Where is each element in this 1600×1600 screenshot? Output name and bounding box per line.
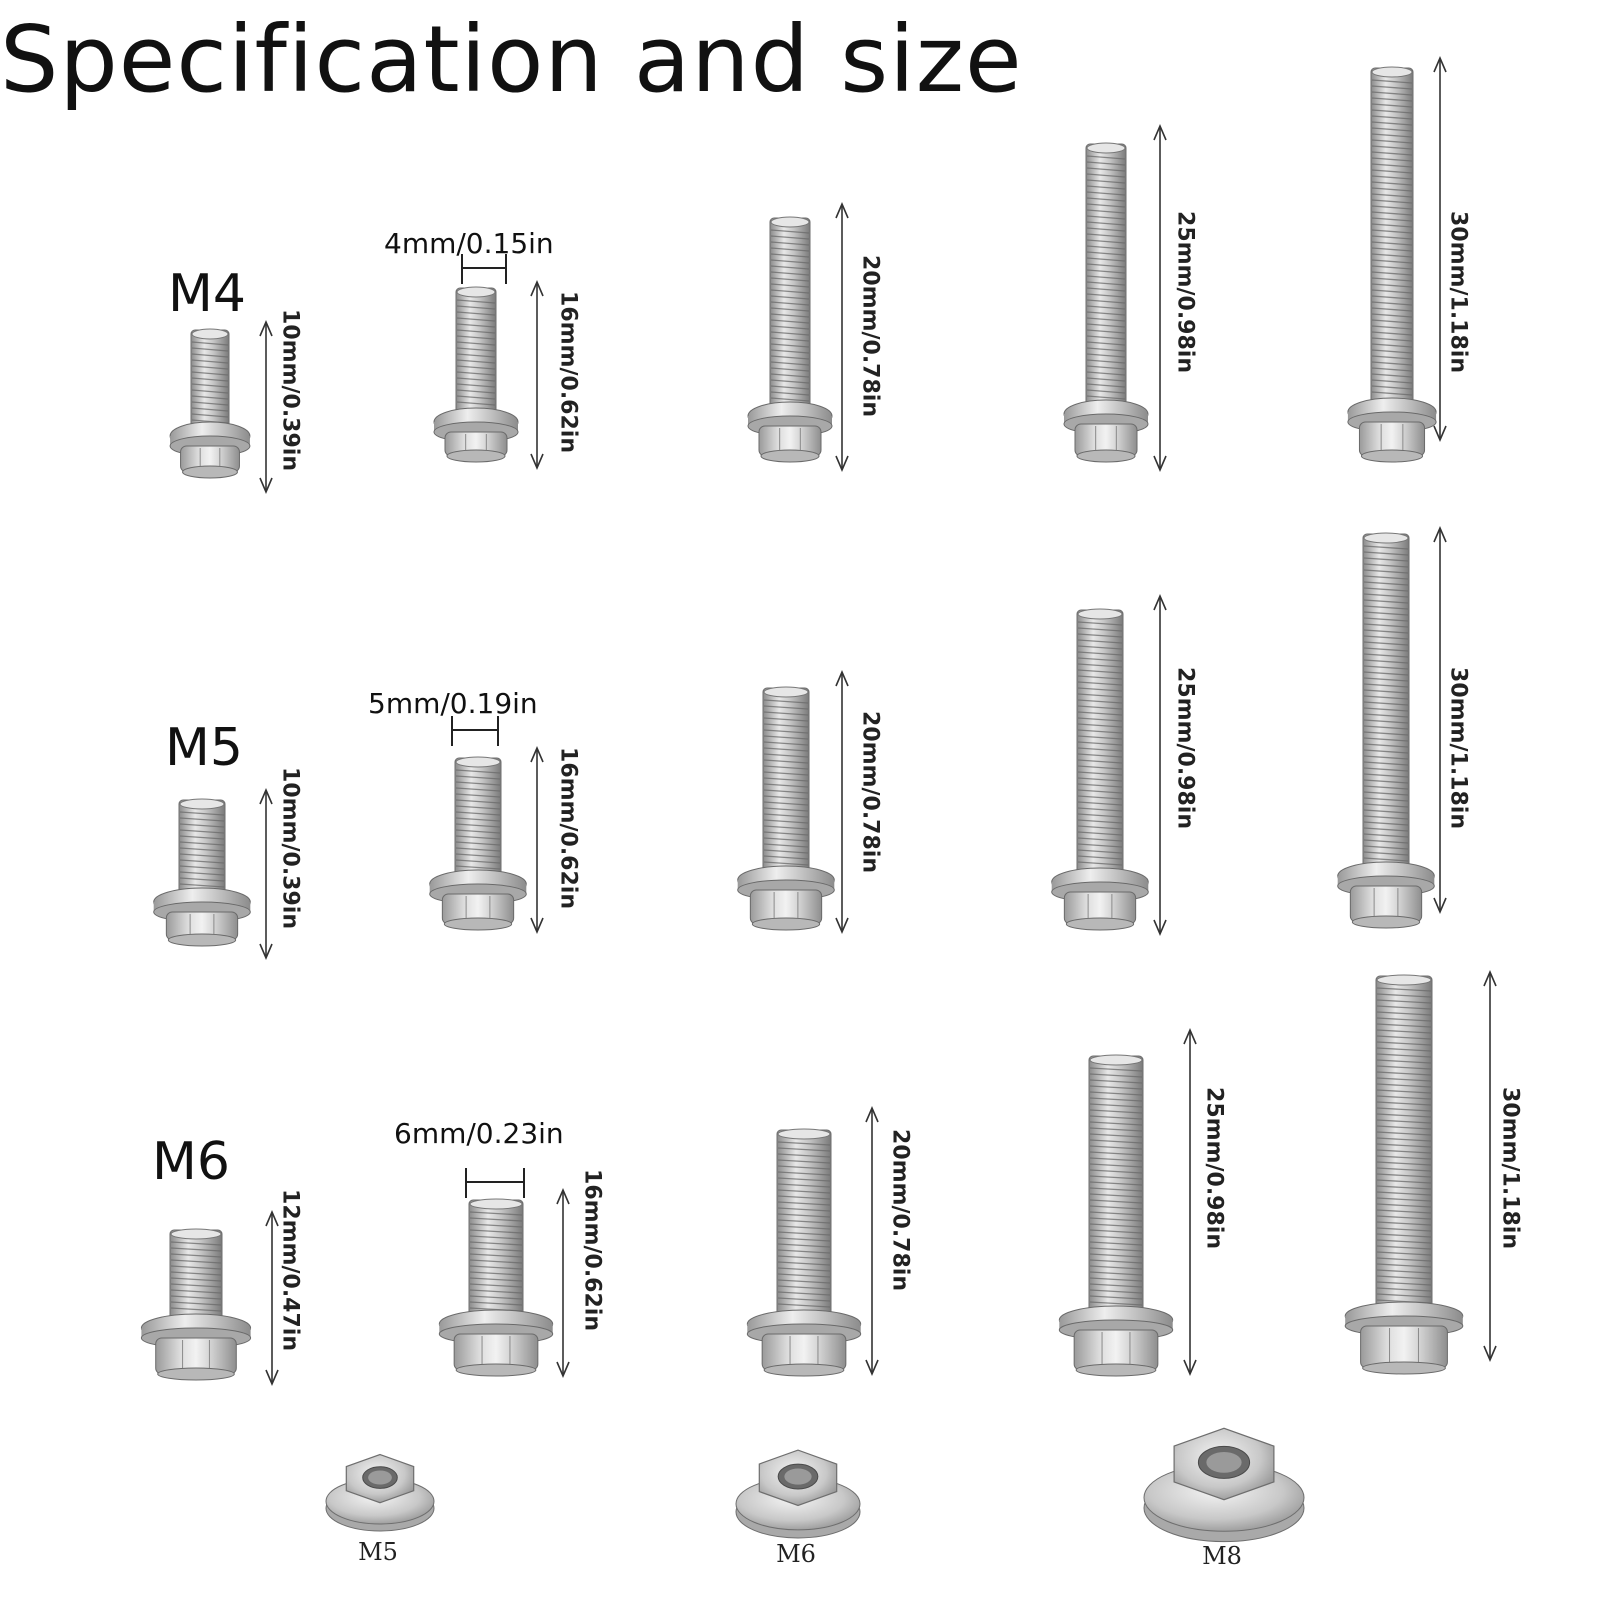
flange-bolt bbox=[438, 1198, 554, 1377]
length-arrow bbox=[835, 669, 849, 935]
flange-bolt bbox=[433, 286, 519, 463]
length-arrow bbox=[865, 1105, 879, 1377]
flange-nut bbox=[735, 1449, 861, 1539]
nut-label-m6: M6 bbox=[776, 1540, 816, 1568]
length-arrow bbox=[1483, 969, 1497, 1363]
length-arrow bbox=[1153, 593, 1167, 937]
diameter-bracket bbox=[465, 1168, 525, 1198]
length-arrow bbox=[1433, 55, 1447, 443]
length-arrow bbox=[265, 1209, 279, 1387]
flange-bolt bbox=[1347, 66, 1437, 463]
flange-nut bbox=[1143, 1427, 1305, 1543]
diameter-bracket bbox=[461, 254, 507, 284]
length-arrow bbox=[1153, 123, 1167, 473]
diameter-label-m6: 6mm/0.23in bbox=[394, 1117, 564, 1150]
flange-nut bbox=[325, 1453, 435, 1532]
flange-bolt bbox=[737, 686, 835, 931]
diameter-label-m5: 5mm/0.19in bbox=[368, 687, 538, 720]
flange-bolt bbox=[429, 756, 527, 931]
flange-bolt bbox=[169, 328, 251, 479]
flange-bolt bbox=[1344, 974, 1464, 1375]
diameter-label-m4: 4mm/0.15in bbox=[384, 227, 554, 260]
flange-bolt bbox=[747, 216, 833, 463]
row-label-m5: M5 bbox=[165, 718, 243, 778]
flange-bolt bbox=[1063, 142, 1149, 463]
row-label-m4: M4 bbox=[168, 264, 246, 324]
length-arrow bbox=[1433, 525, 1447, 915]
length-arrow bbox=[259, 319, 273, 495]
flange-bolt bbox=[1051, 608, 1149, 931]
length-arrow bbox=[556, 1187, 570, 1379]
length-arrow bbox=[1183, 1027, 1197, 1377]
flange-bolt bbox=[746, 1128, 862, 1377]
diameter-bracket bbox=[451, 716, 499, 746]
length-arrow bbox=[259, 787, 273, 961]
length-arrow bbox=[835, 201, 849, 473]
row-label-m6: M6 bbox=[152, 1132, 230, 1192]
flange-bolt bbox=[1337, 532, 1435, 929]
nut-label-m8: M8 bbox=[1202, 1542, 1242, 1570]
flange-bolt bbox=[140, 1228, 252, 1381]
nut-label-m5: M5 bbox=[358, 1538, 398, 1566]
length-arrow bbox=[530, 745, 544, 935]
flange-bolt bbox=[1058, 1054, 1174, 1377]
length-arrow bbox=[530, 279, 544, 471]
page-title: Specification and size bbox=[0, 6, 1023, 113]
flange-bolt bbox=[153, 798, 251, 947]
